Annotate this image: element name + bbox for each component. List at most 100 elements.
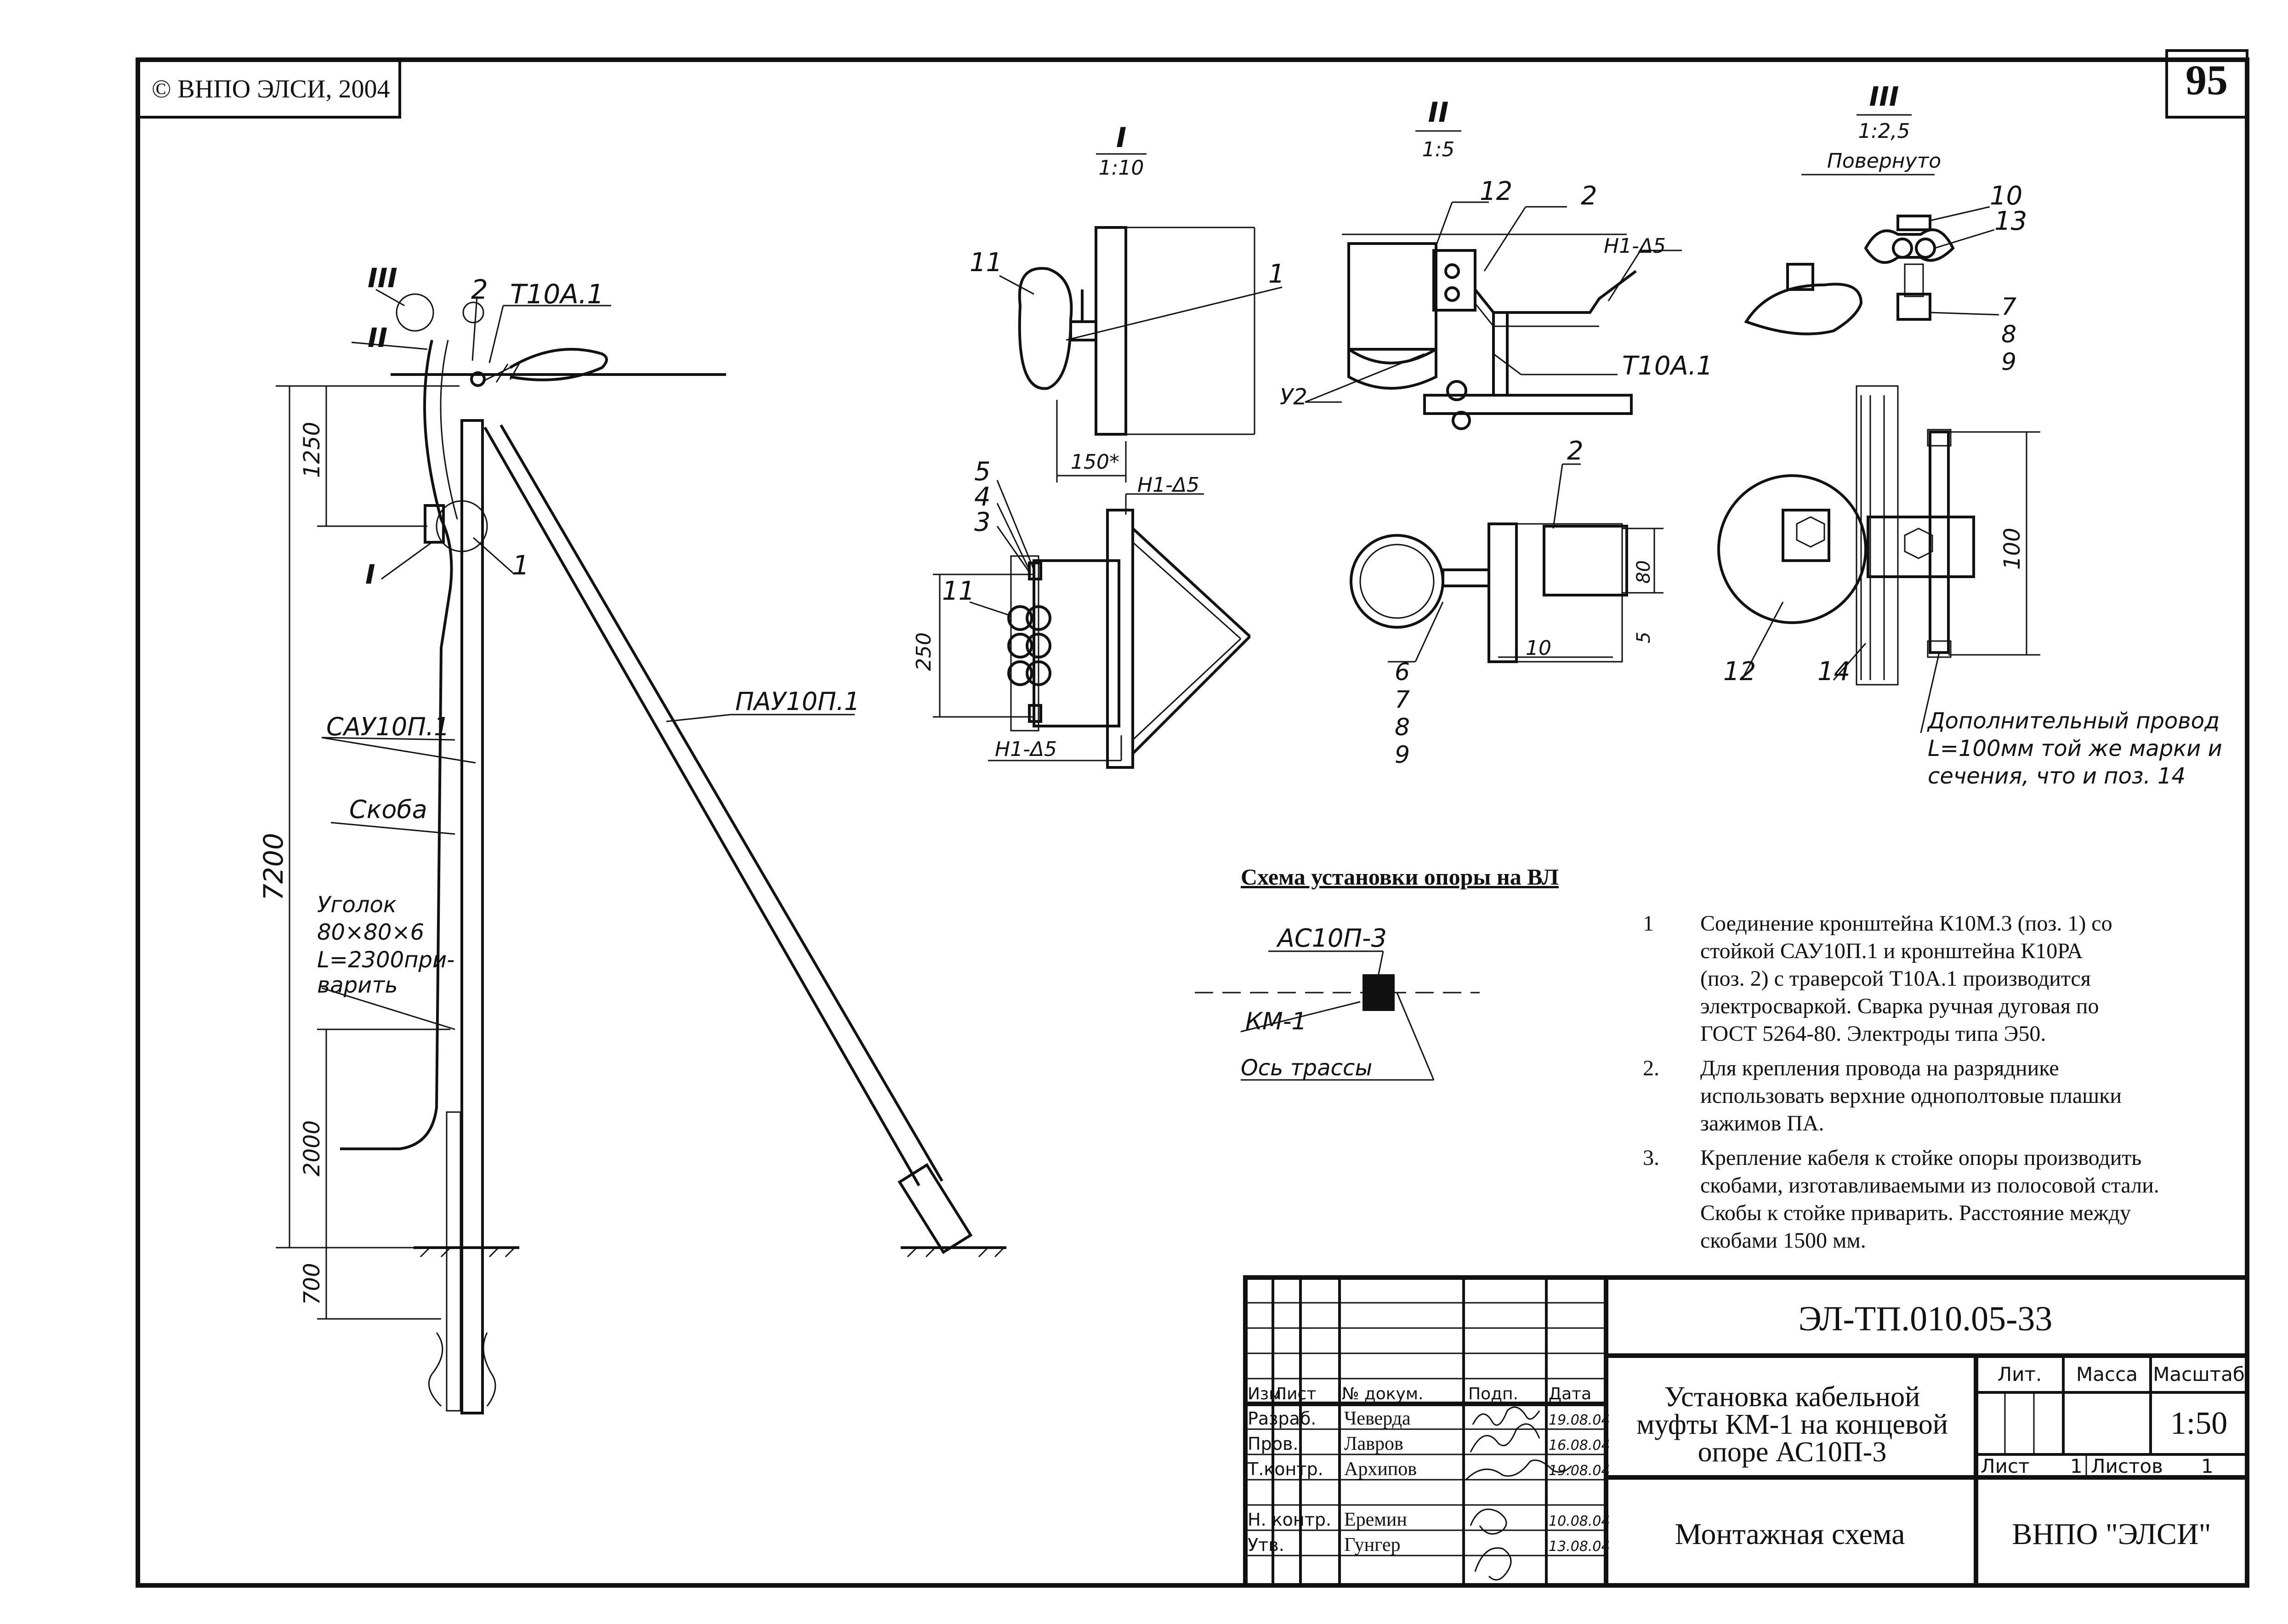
view2-crossarm-label: Т10А.1 xyxy=(1622,351,1713,381)
view-callout-i: I xyxy=(365,559,375,590)
view1-item-11-bottom: 11 xyxy=(942,576,975,606)
sheet-label: Лист xyxy=(1981,1455,2029,1477)
view1-label: I xyxy=(1116,122,1126,154)
signer-date-5: 10.08.04 xyxy=(1549,1513,1610,1529)
signer-name-2: Лавров xyxy=(1344,1433,1403,1454)
copyright-label: © ВНПО ЭЛСИ, 2004 xyxy=(152,75,390,103)
angle-label-1: Уголок xyxy=(317,892,397,918)
scale-header: Масштаб xyxy=(2153,1363,2245,1386)
note-2-line-3: зажимов ПА. xyxy=(1700,1111,1824,1136)
strut-code-label: ПАУ10П.1 xyxy=(735,687,860,716)
handwritten-signatures xyxy=(1465,1406,1573,1581)
angle-label-2: 80×80×6 xyxy=(317,920,424,945)
view2-scale: 1:5 xyxy=(1422,138,1455,161)
signer-name-1: Чеверда xyxy=(1344,1408,1411,1429)
view2-item-7: 7 xyxy=(1395,686,1410,714)
item-label-2: 2 xyxy=(471,274,488,305)
sheet-number: 95 xyxy=(2186,57,2228,103)
note-1-line-4: электросваркой. Сварка ручная дуговая по xyxy=(1700,994,2099,1018)
pole-assembly xyxy=(276,289,1006,1414)
signer-role-5: Н. контр. xyxy=(1248,1510,1331,1530)
view2-dim-5: 5 xyxy=(1633,632,1654,643)
bracket-label: Скоба xyxy=(349,795,427,824)
signer-role-6: Утв. xyxy=(1248,1535,1284,1555)
sheet-frame xyxy=(136,49,2249,1588)
mass-header: Масса xyxy=(2076,1363,2138,1386)
view3-item-12: 12 xyxy=(1723,657,1756,687)
signer-role-1: Разраб. xyxy=(1248,1408,1316,1429)
note-1-number: 1 xyxy=(1643,911,1654,936)
view1-dim-250: 250 xyxy=(912,632,936,671)
view2-drawing xyxy=(1305,201,1682,663)
signer-role-2: Пров. xyxy=(1248,1434,1298,1454)
extra-wire-note-1: Дополнительный провод xyxy=(1927,708,2220,734)
view2-item-8: 8 xyxy=(1395,714,1410,741)
view1-weld-top: Н1-Δ5 xyxy=(1137,473,1199,497)
view1-weld-bottom: Н1-Δ5 xyxy=(995,738,1057,761)
view2-item-6: 6 xyxy=(1395,659,1410,686)
view2-dim-80: 80 xyxy=(1633,560,1654,584)
note-1-line-2: стойкой САУ10П.1 и кронштейна К10РА xyxy=(1700,939,2083,963)
item-label-1: 1 xyxy=(512,550,529,581)
sheet-value: 1 xyxy=(2070,1455,2083,1477)
note-1-line-5: ГОСТ 5264-80. Электроды типа Э50. xyxy=(1700,1022,2046,1046)
view3-scale: 1:2,5 xyxy=(1858,119,1910,143)
sheets-label: Листов xyxy=(2091,1455,2163,1477)
scheme-coupling-label: КМ-1 xyxy=(1245,1008,1307,1035)
lit-header: Лит. xyxy=(1998,1363,2042,1386)
angle-label-4: варить xyxy=(317,972,398,998)
view3-label: III xyxy=(1869,81,1899,112)
signer-name-6: Гунгер xyxy=(1344,1534,1400,1556)
dim-1250: 1250 xyxy=(299,422,325,478)
header-date: Дата xyxy=(1549,1385,1591,1403)
view3-dim-100: 100 xyxy=(1999,528,2025,570)
title-line-1: Установка кабельной xyxy=(1664,1381,1920,1413)
signer-date-1: 19.08.04 xyxy=(1549,1412,1610,1428)
view3-item-8: 8 xyxy=(2001,321,2016,348)
dim-700: 700 xyxy=(299,1263,325,1305)
drawing-subtitle: Монтажная схема xyxy=(1675,1517,1905,1551)
view3-item-13: 13 xyxy=(1994,206,2027,236)
view1-dim-150: 150* xyxy=(1071,450,1119,474)
view3-item-7: 7 xyxy=(2001,293,2016,321)
dim-7200: 7200 xyxy=(258,833,289,901)
crossarm-code-label: Т10А.1 xyxy=(510,278,604,310)
dim-2000: 2000 xyxy=(299,1120,325,1176)
view2-u2-label: У2 xyxy=(1280,384,1307,410)
notes: 1 Соединение кронштейна К10М.3 (поз. 1) … xyxy=(1643,911,2159,1253)
extra-wire-note-3: сечения, что и поз. 14 xyxy=(1928,763,2186,789)
note-1-line-3: (поз. 2) с траверсой Т10А.1 производится xyxy=(1700,966,2091,991)
view1-item-5: 5 xyxy=(974,457,991,487)
signer-name-5: Еремин xyxy=(1344,1509,1407,1530)
title-line-3: опоре АС10П-3 xyxy=(1698,1437,1887,1468)
view1-scale: 1:10 xyxy=(1099,156,1144,180)
view2-label: II xyxy=(1428,97,1449,129)
signer-date-6: 13.08.04 xyxy=(1549,1539,1610,1555)
note-3-line-1: Крепление кабеля к стойке опоры производ… xyxy=(1700,1146,2141,1170)
title-line-2: муфты КМ-1 на концевой xyxy=(1636,1409,1948,1440)
view2-weld-label: Н1-Δ5 xyxy=(1604,234,1666,258)
view2-dim-10: 10 xyxy=(1526,636,1551,660)
signer-date-3: 19.08.04 xyxy=(1549,1463,1610,1479)
note-3-number: 3. xyxy=(1643,1146,1659,1170)
view-callout-ii: II xyxy=(368,322,387,353)
scale-value: 1:50 xyxy=(2170,1406,2227,1441)
signer-name-3: Архипов xyxy=(1344,1459,1417,1480)
view1-item-3: 3 xyxy=(974,507,991,537)
header-list: Лист xyxy=(1274,1385,1316,1403)
scheme-pole-label: АС10П-3 xyxy=(1276,924,1387,953)
view2-item-12: 12 xyxy=(1480,176,1512,206)
view2-item-2-lower: 2 xyxy=(1567,436,1584,466)
view3-item-14: 14 xyxy=(1817,657,1850,687)
doc-code: ЭЛ-ТП.010.05-33 xyxy=(1799,1300,2053,1338)
note-3-line-4: скобами 1500 мм. xyxy=(1700,1228,1866,1253)
view2-item-2: 2 xyxy=(1581,181,1597,211)
signer-role-3: Т.контр. xyxy=(1247,1459,1323,1479)
view1-item-11-top: 11 xyxy=(970,248,1002,278)
header-izm: Изм. xyxy=(1248,1385,1287,1403)
sheets-value: 1 xyxy=(2201,1455,2214,1477)
scheme-title: Схема установки опоры на ВЛ xyxy=(1241,864,1559,890)
view1-item-1: 1 xyxy=(1268,259,1285,289)
header-doc: № докум. xyxy=(1342,1385,1423,1403)
